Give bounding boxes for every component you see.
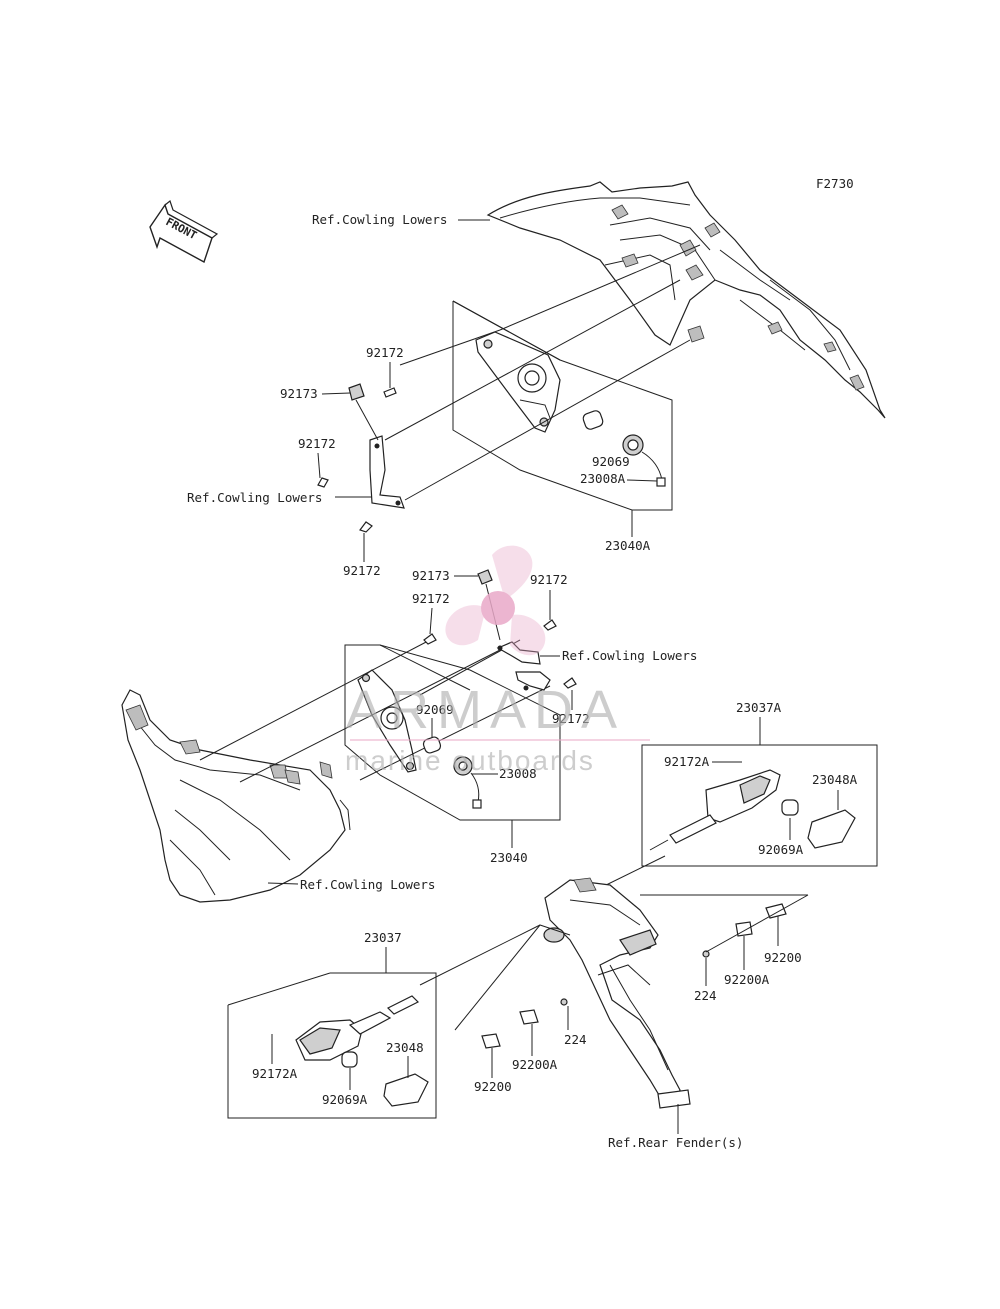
- rear-signal-left: [295, 995, 420, 1061]
- label-92172A-b: 92172A: [252, 1066, 298, 1081]
- label-92069A-a: 92069A: [758, 842, 804, 857]
- bulb-icon: [781, 799, 799, 816]
- label-92200-b: 92200: [474, 1079, 512, 1094]
- screw-icon: [317, 387, 397, 533]
- label-23048: 23048: [386, 1040, 424, 1055]
- front-arrow-icon: FRONT: [149, 199, 219, 264]
- label-224-b: 224: [564, 1032, 587, 1047]
- ref-cowling-lowers-label-3: Ref.Cowling Lowers: [300, 877, 435, 892]
- screw-icon: [423, 619, 577, 689]
- figure-code: F2730: [816, 176, 854, 191]
- label-92200-a: 92200: [764, 950, 802, 965]
- bulb-icon: [422, 736, 442, 754]
- watermark-brand: ARMADA: [346, 680, 625, 740]
- socket-icon: [622, 434, 666, 487]
- label-23037: 23037: [364, 930, 402, 945]
- socket-icon: [453, 756, 482, 809]
- label-224-a: 224: [694, 988, 717, 1003]
- label-92172-f: 92172: [552, 711, 590, 726]
- propeller-logo-icon: [445, 545, 546, 656]
- label-23040A: 23040A: [605, 538, 651, 553]
- watermark-tagline: marine outboards: [345, 745, 595, 776]
- lower-cowling-left: [121, 689, 351, 903]
- label-23008A: 23008A: [580, 471, 626, 486]
- ref-rear-fender-label: Ref.Rear Fender(s): [608, 1135, 743, 1150]
- clip-nut-icon: [348, 383, 379, 441]
- label-23037A: 23037A: [736, 700, 782, 715]
- ref-cowling-lowers-label-1: Ref.Cowling Lowers: [312, 212, 447, 227]
- clip-nut-icon: [477, 569, 501, 641]
- label-92172-e: 92172: [530, 572, 568, 587]
- label-92200A-b: 92200A: [512, 1057, 558, 1072]
- label-92069-a: 92069: [592, 454, 630, 469]
- label-23008: 23008: [499, 766, 537, 781]
- bulb-icon: [582, 410, 604, 430]
- ref-cowling-lowers-label-2: Ref.Cowling Lowers: [187, 490, 322, 505]
- plate-nut-icon: [481, 998, 568, 1049]
- label-92172-a: 92172: [366, 345, 404, 360]
- tail-light-bracket: [543, 877, 691, 1109]
- label-23040: 23040: [490, 850, 528, 865]
- label-92172A-a: 92172A: [664, 754, 710, 769]
- label-92172-c: 92172: [343, 563, 381, 578]
- lens-icon: [807, 809, 856, 849]
- upper-bracket: [369, 435, 405, 509]
- lower-lamp-housing: [357, 669, 417, 773]
- label-92173-a: 92173: [280, 386, 318, 401]
- label-92173-b: 92173: [412, 568, 450, 583]
- label-92069A-b: 92069A: [322, 1092, 368, 1107]
- rear-signal-right: [649, 769, 781, 851]
- label-23048A: 23048A: [812, 772, 858, 787]
- label-92200A-a: 92200A: [724, 972, 770, 987]
- bulb-icon: [341, 1051, 358, 1068]
- armada-watermark: ARMADA marine outboards: [345, 545, 650, 776]
- upper-lamp-housing: [475, 331, 561, 433]
- label-92172-b: 92172: [298, 436, 336, 451]
- label-92069-b: 92069: [416, 702, 454, 717]
- ref-cowling-lowers-label-4: Ref.Cowling Lowers: [562, 648, 697, 663]
- lens-icon: [383, 1073, 429, 1107]
- middle-bracket: [496, 641, 551, 691]
- upper-cowling-lowers: [486, 181, 886, 419]
- label-92172-d: 92172: [412, 591, 450, 606]
